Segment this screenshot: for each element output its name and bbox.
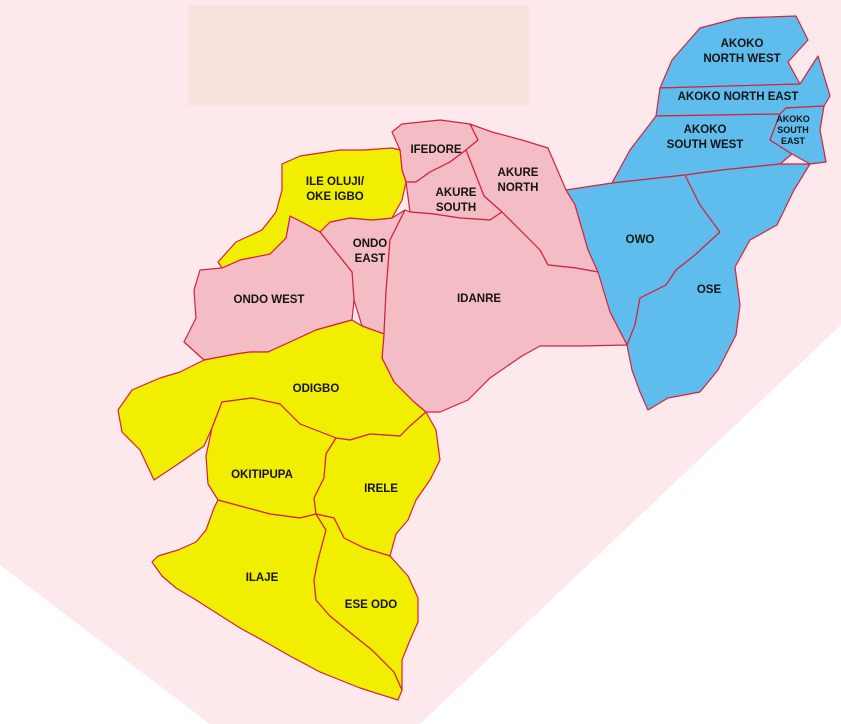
label-line: AKOKO NORTH EAST	[678, 91, 799, 103]
label-owo: OWO	[626, 234, 655, 246]
label-line: ILAJE	[246, 572, 279, 584]
lga-regions	[117, 15, 831, 701]
label-akure-south: AKURE SOUTH	[436, 187, 477, 214]
label-akoko-south-west: AKOKO SOUTH WEST	[667, 124, 744, 151]
label-line: IDANRE	[457, 293, 501, 305]
label-line: SOUTH	[436, 202, 476, 214]
label-line: EAST	[781, 136, 806, 146]
title-box	[188, 5, 530, 106]
label-line: EAST	[355, 253, 386, 265]
label-ese-odo: ESE ODO	[345, 599, 397, 611]
label-akoko-north-west: AKOKO NORTH WEST	[703, 38, 780, 65]
region-ose	[626, 163, 811, 411]
label-line: ILE OLUJI/	[306, 176, 365, 188]
region-ese-odo	[313, 513, 419, 691]
label-akoko-north-east: AKOKO NORTH EAST	[678, 91, 799, 103]
region-ile-oluji-oke-igbo	[217, 147, 407, 269]
label-ose: OSE	[697, 284, 722, 296]
label-akure-north: AKURE NORTH	[498, 167, 539, 194]
label-ondo-east: ONDO EAST	[353, 238, 388, 265]
region-akoko-south-east	[769, 105, 827, 165]
label-ilaje: ILAJE	[246, 572, 279, 584]
label-line: AKURE	[498, 167, 539, 179]
label-line: OWO	[626, 234, 655, 246]
label-ifedore: IFEDORE	[410, 144, 461, 156]
label-line: SOUTH	[777, 125, 809, 135]
label-line: IRELE	[364, 483, 398, 495]
label-ondo-west: ONDO WEST	[234, 294, 305, 306]
label-okitipupa: OKITIPUPA	[231, 469, 293, 481]
label-line: AKURE	[436, 187, 477, 199]
label-line: AKOKO	[721, 38, 764, 50]
label-line: OKITIPUPA	[231, 469, 293, 481]
region-irele	[313, 411, 441, 557]
label-irele: IRELE	[364, 483, 398, 495]
label-line: AKOKO	[684, 124, 727, 136]
label-line: AKOKO	[776, 114, 810, 124]
label-odigbo: ODIGBO	[293, 383, 340, 395]
label-line: ONDO	[353, 238, 388, 250]
label-line: ESE ODO	[345, 599, 397, 611]
label-idanre: IDANRE	[457, 293, 501, 305]
label-ile-oluji-oke-igbo: ILE OLUJI/OKE IGBO	[306, 176, 365, 203]
label-line: OKE IGBO	[306, 191, 364, 203]
label-line: ODIGBO	[293, 383, 340, 395]
label-line: NORTH WEST	[703, 53, 780, 65]
label-line: SOUTH WEST	[667, 139, 744, 151]
label-line: IFEDORE	[410, 144, 461, 156]
label-line: ONDO WEST	[234, 294, 305, 306]
region-akoko-north-west	[659, 15, 809, 89]
label-line: OSE	[697, 284, 722, 296]
label-line: NORTH	[498, 182, 539, 194]
